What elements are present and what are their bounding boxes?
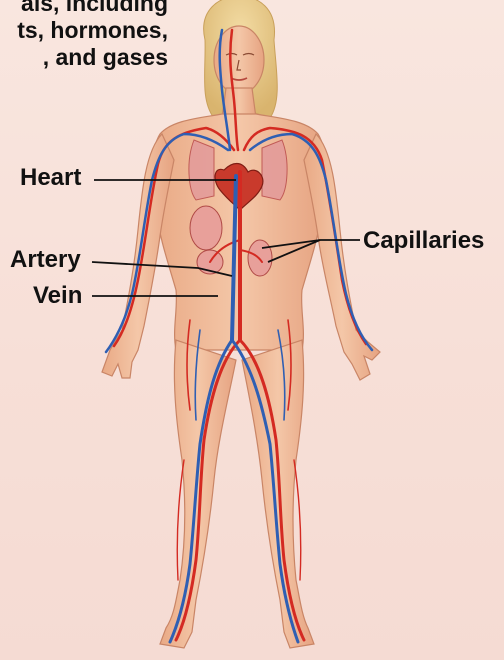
caption-line-1: als, including (0, 0, 168, 17)
caption-line-2: ts, hormones, (0, 17, 168, 44)
label-heart: Heart (20, 164, 81, 192)
label-vein: Vein (33, 282, 82, 310)
caption-line-3: , and gases (0, 44, 168, 71)
label-capillaries: Capillaries (363, 227, 484, 255)
figure-caption: als, including ts, hormones, , and gases (0, 0, 168, 71)
label-artery: Artery (10, 246, 81, 274)
